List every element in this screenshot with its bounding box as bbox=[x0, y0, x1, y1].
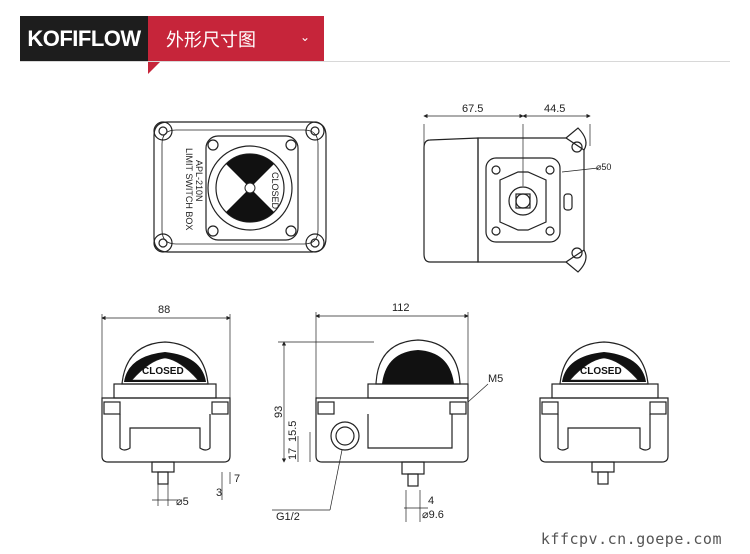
front-center-dome bbox=[382, 350, 454, 384]
dim-67-5: 67.5 bbox=[462, 103, 483, 115]
top-left-closed-label-2: CLOSED bbox=[270, 172, 280, 210]
dim-17: 17 bbox=[287, 448, 299, 460]
dim-15-5: 15.5 bbox=[287, 421, 299, 442]
top-view-right bbox=[423, 113, 599, 273]
top-view-left-indicator bbox=[226, 154, 274, 222]
nameplate-line-2: APL-210N bbox=[194, 160, 204, 202]
front-right-dome-band bbox=[562, 352, 646, 382]
section-title: 外形尺寸图 bbox=[166, 30, 256, 51]
port-g1-2: G1/2 bbox=[276, 511, 300, 523]
dim-7: 7 bbox=[234, 473, 240, 485]
dim-88: 88 bbox=[158, 304, 170, 316]
watermark: kffcpv.cn.goepe.com bbox=[540, 530, 722, 548]
tab-notch bbox=[148, 62, 160, 74]
dim-44-5: 44.5 bbox=[544, 103, 565, 115]
front-left-shaft-dia: ⌀5 bbox=[176, 496, 189, 508]
front-right-closed-label: CLOSED bbox=[580, 366, 622, 377]
dim-4: 4 bbox=[428, 495, 434, 507]
dim-112: 112 bbox=[392, 302, 410, 314]
front-left-closed-label: CLOSED bbox=[142, 366, 184, 377]
dim-93: 93 bbox=[273, 406, 285, 418]
top-view-left bbox=[153, 121, 327, 253]
front-view-center bbox=[272, 312, 489, 522]
dim-3: 3 bbox=[216, 487, 222, 499]
bore-diameter: ⌀50 bbox=[596, 162, 611, 172]
front-view-right bbox=[539, 341, 669, 485]
thread-m5: M5 bbox=[488, 373, 503, 385]
front-center-shaft-dia: ⌀9.6 bbox=[422, 509, 444, 521]
brand-logo: KOFIFLOW bbox=[20, 16, 148, 62]
header-divider bbox=[20, 61, 730, 62]
nameplate-line-1: LIMIT SWITCH BOX bbox=[184, 148, 194, 230]
front-left-dome-band bbox=[124, 352, 206, 382]
front-view-left bbox=[101, 314, 231, 506]
section-header: KOFIFLOW 外形尺寸图 ⌄ bbox=[20, 16, 324, 74]
section-title-tab[interactable]: 外形尺寸图 ⌄ bbox=[148, 16, 324, 74]
chevron-down-icon[interactable]: ⌄ bbox=[299, 30, 310, 44]
